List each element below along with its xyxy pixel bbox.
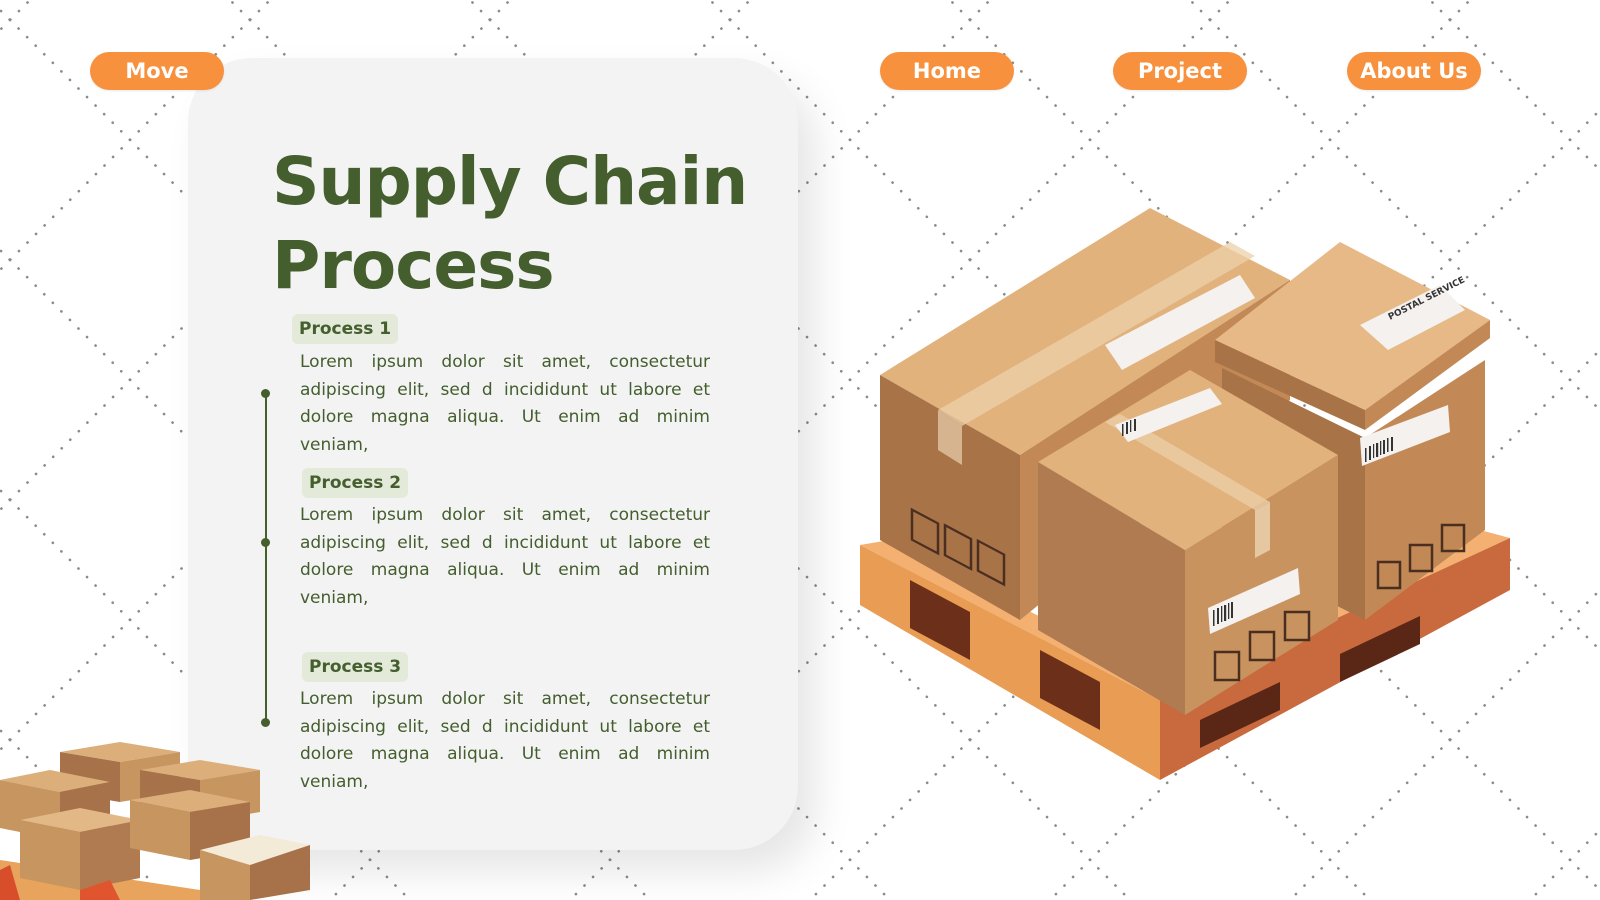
fragile-glass-icon [1248, 630, 1276, 662]
nav-move-label: Move [125, 59, 189, 83]
nav-home-label: Home [912, 59, 982, 83]
process-3-badge: Process 3 [302, 652, 409, 682]
this-way-up-icon [910, 507, 940, 556]
no-hooks-icon [1408, 543, 1434, 573]
fragile-glass-icon [943, 523, 973, 571]
timeline-dot [261, 538, 270, 547]
this-way-up-icon [1213, 650, 1241, 682]
pallet [860, 530, 1510, 780]
nav-move-button[interactable]: Move [90, 52, 224, 90]
timeline-line [265, 393, 267, 723]
nav-about-us-label: About Us [1360, 59, 1468, 83]
content-card [188, 58, 798, 850]
timeline-dot [261, 718, 270, 727]
timeline-dot [261, 389, 270, 398]
pallet-boxes-illustration: POSTAL SERVICE [860, 208, 1510, 780]
nav-project-label: Project [1137, 59, 1223, 83]
nav-about-us-button[interactable]: About Us [1347, 52, 1481, 90]
barcode [1122, 419, 1136, 436]
page-title: Supply Chain Process [272, 143, 748, 304]
small-boxes-illustration [0, 742, 310, 900]
keep-dry-umbrella-icon [1283, 610, 1311, 642]
front-box [1038, 370, 1338, 715]
barcode [1213, 602, 1233, 626]
keep-dry-umbrella-icon [976, 538, 1006, 587]
process-2-text: Lorem ipsum dolor sit amet, consectetur … [300, 505, 710, 608]
process-2-badge: Process 2 [302, 468, 409, 498]
process-1-text: Lorem ipsum dolor sit amet, consectetur … [300, 352, 710, 455]
nav-project-button[interactable]: Project [1113, 52, 1247, 90]
stack-limit-icon [1440, 523, 1466, 553]
nav-home-button[interactable]: Home [880, 52, 1014, 90]
process-3-text: Lorem ipsum dolor sit amet, consectetur … [300, 689, 710, 792]
process-1-badge: Process 1 [292, 314, 399, 344]
barcode [1365, 437, 1393, 462]
keep-dry-umbrella-icon [1376, 560, 1402, 590]
